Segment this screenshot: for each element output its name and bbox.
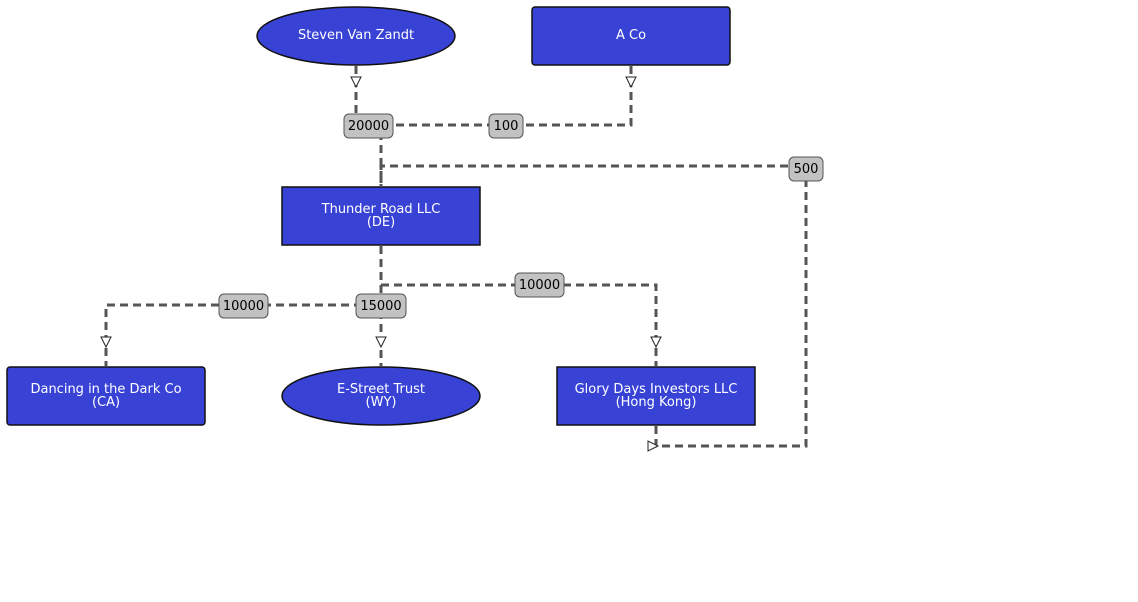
node-sublabel: (Hong Kong) — [616, 395, 697, 410]
node-steven-van-zandt[interactable]: Steven Van Zandt — [256, 6, 456, 66]
node-ellipse — [281, 366, 481, 426]
edge-label-box — [788, 156, 824, 182]
node-label: Thunder Road LLC — [321, 202, 441, 217]
edge-label-a-co-to-thunder-road: 100 — [488, 113, 524, 139]
node-sublabel: (DE) — [367, 215, 395, 230]
edge-label-text: 10000 — [519, 278, 560, 293]
arrowhead-icon — [100, 336, 112, 349]
node-e-street-trust[interactable]: E-Street Trust (WY) — [281, 366, 481, 426]
node-a-co[interactable]: A Co — [531, 6, 731, 66]
edge-label-text: 15000 — [360, 299, 401, 314]
node-sublabel: (WY) — [366, 395, 397, 410]
node-sublabel: (CA) — [92, 395, 120, 410]
node-label: A Co — [616, 28, 646, 43]
node-label: Glory Days Investors LLC — [575, 382, 738, 397]
edge-label-thunder-road-to-e-street: 15000 — [355, 293, 407, 319]
edge-thunder-road-to-glory-days — [379, 246, 658, 366]
arrowhead-icon — [647, 440, 660, 452]
node-thunder-road-llc[interactable]: Thunder Road LLC (DE) — [281, 186, 481, 246]
node-label: Steven Van Zandt — [298, 28, 414, 43]
node-label: Dancing in the Dark Co — [30, 382, 181, 397]
edge-label-box — [355, 293, 407, 319]
arrowhead-icon — [650, 336, 662, 349]
node-ellipse — [256, 6, 456, 66]
node-label: E-Street Trust — [337, 382, 425, 397]
nodes-layer: Steven Van Zandt A Co Thunder Road LLC (… — [6, 6, 756, 426]
edge-glory-days-to-thunder-road — [379, 164, 808, 448]
edge-label-text: 100 — [494, 119, 519, 134]
arrowhead-icon — [625, 76, 637, 89]
edge-label-box — [514, 272, 565, 298]
node-glory-days-investors-llc[interactable]: Glory Days Investors LLC (Hong Kong) — [556, 366, 756, 426]
edge-label-box — [218, 293, 269, 319]
edge-label-box — [488, 113, 524, 139]
edge-label-box — [343, 113, 394, 139]
edge-label-glory-days-to-thunder-road: 500 — [788, 156, 824, 182]
node-box — [281, 186, 481, 246]
node-dancing-in-the-dark-co[interactable]: Dancing in the Dark Co (CA) — [6, 366, 206, 426]
edge-label-thunder-road-to-dancing: 10000 — [218, 293, 269, 319]
node-box — [6, 366, 206, 426]
edge-label-steven-to-thunder-road: 20000 — [343, 113, 394, 139]
edge-label-text: 10000 — [223, 299, 264, 314]
node-box — [556, 366, 756, 426]
arrowhead-icon — [375, 336, 387, 349]
edge-label-text: 20000 — [348, 119, 389, 134]
edge-labels-layer: 20000 100 500 10000 15000 10000 — [218, 113, 824, 319]
edge-label-thunder-road-to-glory-days: 10000 — [514, 272, 565, 298]
edge-label-text: 500 — [794, 162, 819, 177]
node-box — [531, 6, 731, 66]
arrowhead-icon — [350, 76, 362, 89]
